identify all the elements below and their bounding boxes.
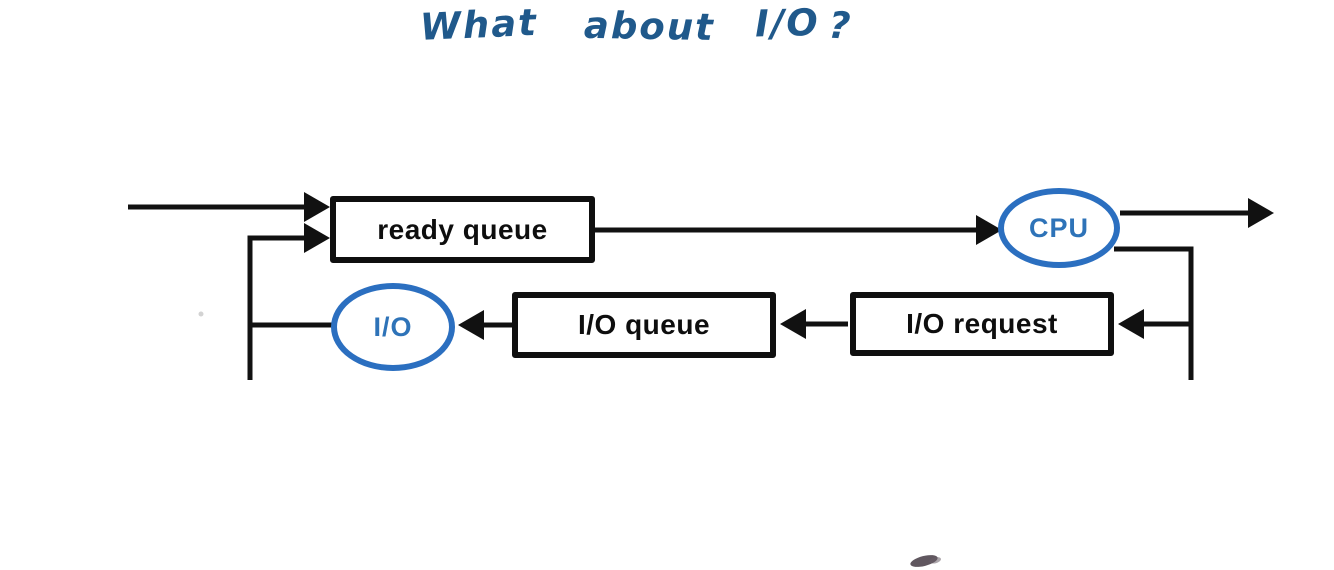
node-io-request-label: I/O request	[906, 308, 1058, 339]
node-ready-queue: ready queue	[330, 196, 595, 263]
arrowhead-cpu-exit	[1248, 198, 1274, 228]
title-word: I/O	[754, 0, 821, 46]
title-word: ?	[827, 3, 854, 48]
node-io-queue: I/O queue	[512, 292, 776, 358]
node-cpu: CPU	[998, 188, 1120, 268]
arrowhead-into-io-request	[1118, 309, 1144, 339]
pen-cursor-artifact	[910, 555, 942, 567]
node-io: I/O	[331, 283, 455, 371]
title-word: about	[583, 3, 716, 50]
arrowhead-feedback-ready-queue	[304, 223, 330, 253]
node-io-label: I/O	[373, 311, 413, 342]
node-cpu-label: CPU	[1028, 212, 1089, 243]
arrowhead-entry-ready-queue	[304, 192, 330, 222]
title-handwritten: What about I/O ?	[419, 0, 854, 50]
node-ready-queue-label: ready queue	[377, 213, 548, 245]
edge-feedback-to-ready-queue	[247, 235, 306, 380]
whiteboard-speck	[198, 311, 204, 317]
arrowhead-into-io	[458, 310, 484, 340]
title-word: What	[419, 0, 539, 49]
arrowhead-into-io-queue	[780, 309, 806, 339]
arrowhead-into-cpu	[976, 215, 1002, 245]
node-io-request: I/O request	[850, 292, 1114, 356]
node-io-queue-label: I/O queue	[577, 309, 711, 340]
edge-cpu-to-io-request-riser	[1114, 246, 1194, 380]
